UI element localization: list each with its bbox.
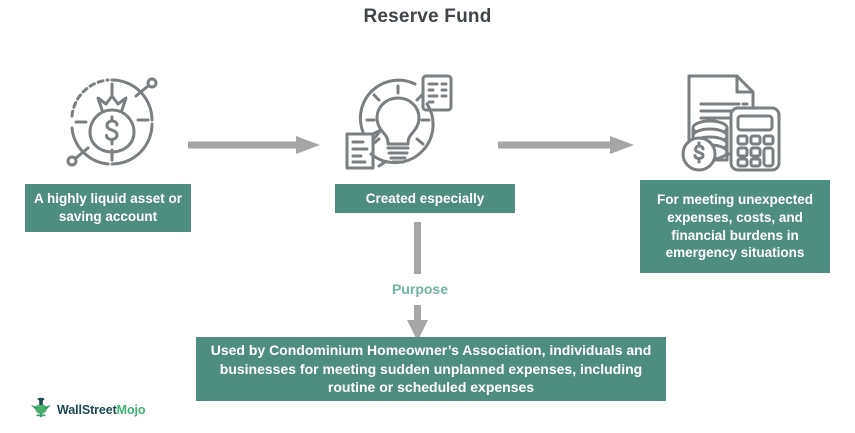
logo-text-mojo: Mojo <box>116 402 146 417</box>
stage-box-middle: Created especially <box>335 184 515 213</box>
arrow-down-icon <box>407 305 428 341</box>
money-bag-circle-icon <box>52 68 172 176</box>
page-title: Reserve Fund <box>363 6 492 27</box>
invoice-coins-calculator-icon <box>670 68 790 176</box>
logo-wordmark: WallStreetMojo <box>57 402 146 417</box>
bull-mascot-icon <box>30 396 52 423</box>
arrow-right-icon-1 <box>188 136 320 154</box>
arrow-right-icon-2 <box>498 136 634 154</box>
logo-text-wallstreet: WallStreet <box>57 402 117 417</box>
stage-box-right: For meeting unexpected expenses, costs, … <box>640 180 830 273</box>
wallstreetmojo-logo[interactable]: WallStreetMojo <box>30 396 146 423</box>
vertical-connector-line <box>414 222 421 274</box>
stage-box-left: A highly liquid asset or saving account <box>25 184 191 232</box>
lightbulb-idea-documents-icon <box>338 68 458 176</box>
purpose-label: Purpose <box>391 281 448 297</box>
stage-box-bottom: Used by Condominium Homeowner’s Associat… <box>196 337 666 401</box>
